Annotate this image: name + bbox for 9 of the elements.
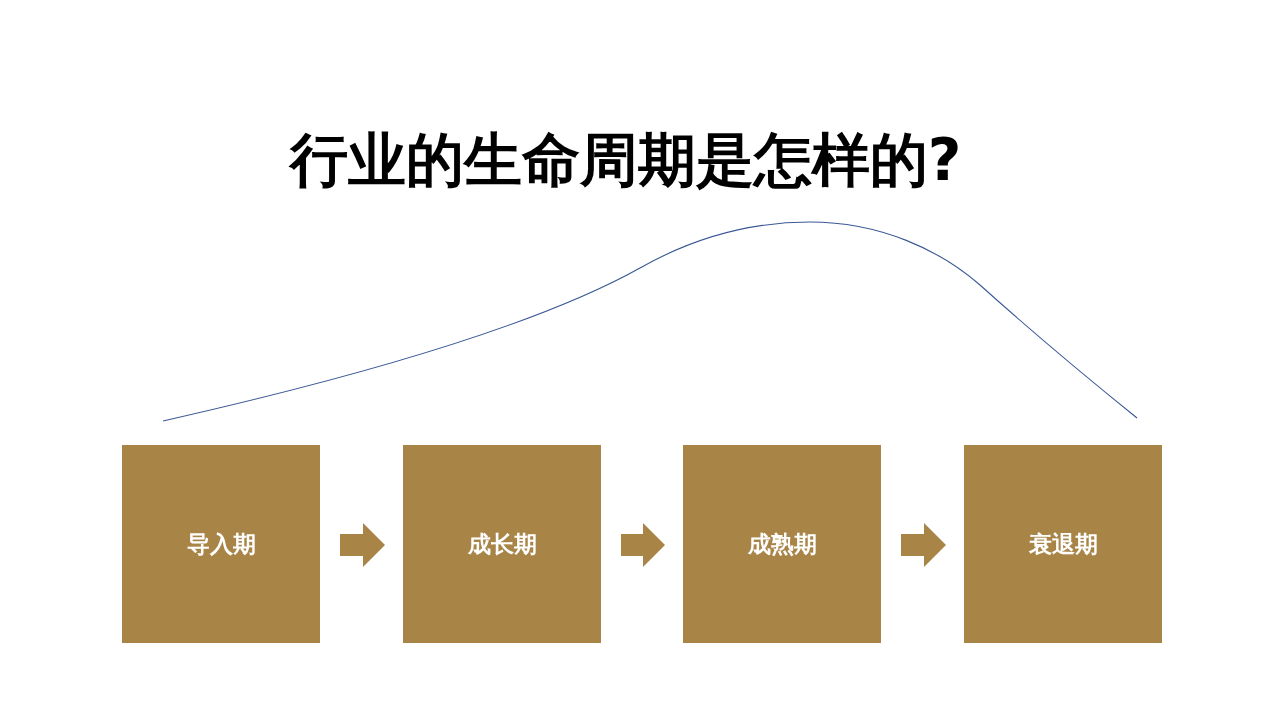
stage-label: 成熟期 xyxy=(747,529,817,559)
stage-box xyxy=(964,445,1162,643)
stage-label: 导入期 xyxy=(186,529,256,559)
stage-box xyxy=(403,445,601,643)
stage-box xyxy=(683,445,881,643)
page-title: 行业的生命周期是怎样的? xyxy=(289,125,962,196)
stage-label: 成长期 xyxy=(467,529,537,559)
stage-label: 衰退期 xyxy=(1028,529,1098,559)
stage-box xyxy=(122,445,320,643)
